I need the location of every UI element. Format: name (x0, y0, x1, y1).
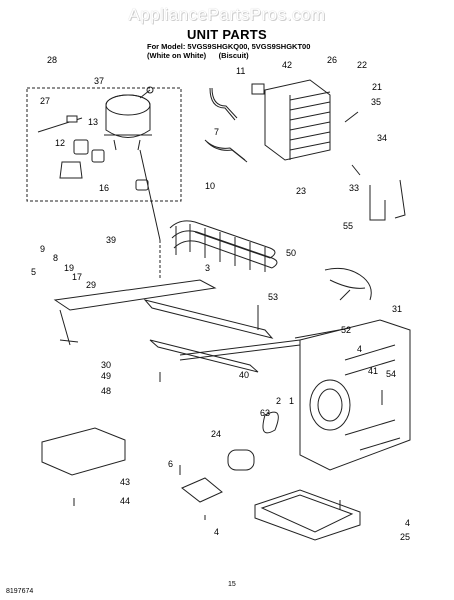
callout-33: 33 (349, 183, 360, 193)
callout-50: 50 (286, 248, 297, 258)
callout-52: 52 (341, 325, 352, 335)
callout-29: 29 (86, 280, 97, 290)
fan-motor-drawing (181, 411, 279, 503)
relay-parts-drawing (37, 115, 149, 191)
callout-23: 23 (296, 186, 307, 196)
callout-4-c: 4 (214, 527, 220, 537)
callout-11: 11 (236, 66, 246, 76)
callout-43: 43 (120, 477, 131, 487)
callout-24: 24 (211, 429, 222, 439)
compressor-group-box (26, 87, 182, 202)
callout-4: 4 (357, 344, 363, 354)
callout-19: 19 (64, 263, 75, 273)
cover-plate-drawing (41, 427, 126, 476)
model-line-2: (White on White) (Biscuit) (147, 51, 249, 60)
callout-12: 12 (55, 138, 66, 148)
condenser-coil-drawing (169, 220, 278, 272)
wire-harness-drawing (324, 267, 372, 301)
callout-27: 27 (40, 96, 51, 106)
model-info: For Model: 5VGS9SHGKQ00, 5VGS9SHGKT00 (W… (147, 42, 310, 60)
callout-31: 31 (392, 304, 403, 314)
callout-2: 2 (276, 396, 282, 406)
callout-49: 49 (101, 371, 112, 381)
callout-39: 39 (106, 235, 117, 245)
callout-17: 17 (72, 272, 83, 282)
callout-41: 41 (368, 366, 379, 376)
callout-7: 7 (214, 127, 220, 137)
callout-37: 37 (94, 76, 105, 86)
callout-53: 53 (268, 292, 279, 302)
callout-9: 9 (40, 244, 46, 254)
model-line-1: For Model: 5VGS9SHGKQ00, 5VGS9SHGKT00 (147, 42, 311, 51)
callout-3: 3 (205, 263, 211, 273)
callout-35: 35 (371, 97, 382, 107)
callout-1: 1 (289, 396, 295, 406)
site-watermark: AppliancePartsPros.com (128, 5, 326, 24)
callout-22: 22 (357, 60, 368, 70)
callout-21: 21 (372, 82, 383, 92)
frame-rails-drawing (53, 279, 301, 373)
callout-44: 44 (120, 496, 131, 506)
drain-pan-drawing (254, 489, 361, 541)
page-number: 15 (228, 581, 236, 588)
condenser-drawing (251, 79, 331, 161)
callout-48: 48 (101, 386, 112, 396)
document-number: 8197674 (6, 588, 34, 595)
callout-55: 55 (343, 221, 354, 231)
fan-housing-drawing (299, 319, 411, 471)
callout-26: 26 (327, 55, 338, 65)
callout-34: 34 (377, 133, 388, 143)
compressor-drawing (104, 86, 154, 151)
callout-8: 8 (53, 253, 59, 263)
callout-25: 25 (400, 532, 411, 542)
callout-16: 16 (99, 183, 110, 193)
callout-13: 13 (88, 117, 99, 127)
callout-63: 63 (260, 408, 271, 418)
callout-30: 30 (101, 360, 112, 370)
callout-5: 5 (31, 267, 37, 277)
callout-10: 10 (205, 181, 216, 191)
callout-6: 6 (168, 459, 174, 469)
callout-42: 42 (282, 60, 293, 70)
callout-40: 40 (239, 370, 250, 380)
callout-4-b: 4 (405, 518, 411, 528)
callout-54: 54 (386, 369, 397, 379)
page-title: UNIT PARTS (186, 27, 268, 42)
callout-28: 28 (47, 55, 58, 65)
